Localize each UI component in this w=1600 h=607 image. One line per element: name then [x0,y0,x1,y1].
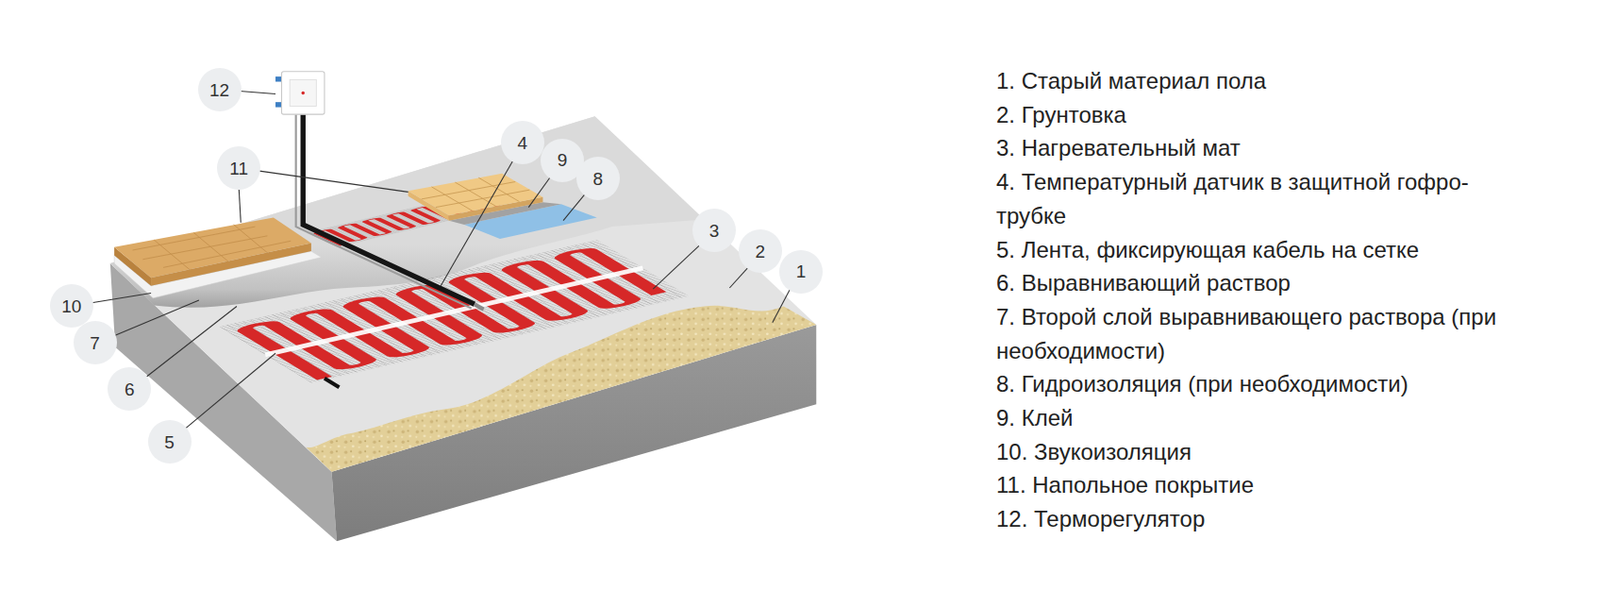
part-description: 8. Гидроизоляция (при необходимости) [996,366,1525,401]
part-description: 4. Температурный датчик в защитной гофро… [996,165,1525,233]
leader-line [255,170,408,193]
leader-line [563,191,587,220]
callout-number: 6 [107,366,151,411]
tile-grout [421,177,531,211]
heating-mat [219,239,702,391]
leader-lines [88,90,792,431]
primer-layer [110,116,817,471]
thermostat-body [282,71,325,115]
leader-line [88,292,151,303]
callout-number: 7 [73,320,117,365]
part-description: 9. Клей [996,400,1525,435]
leader-line [440,158,515,286]
part-description: 10. Звукоизоляция [996,434,1525,469]
part-description: 7. Второй слой выравнивающего раствора (… [996,300,1525,367]
fixing-tape [265,267,643,355]
heating-cable [242,249,668,379]
thermostat-panel [289,79,317,106]
part-description: 11. Напольное покрытие [996,467,1525,502]
parts-list: 1. Старый материал пола2. Грунтовка3. На… [996,64,1525,536]
callout-number: 2 [738,229,783,273]
leader-line [528,174,552,208]
leader-line [144,305,237,379]
ceramic-tile [408,173,544,216]
leader-line [238,185,241,223]
thermostat-led [301,91,305,95]
part-description: 2. Грунтовка [996,98,1525,133]
part-description: 12. Терморегулятор [996,501,1525,536]
leader-line [236,90,276,94]
callout-number: 12 [198,67,242,112]
leader-line [111,300,200,337]
cable-end [324,378,340,388]
callout-number: 8 [576,156,620,200]
leader-line [183,352,276,431]
part-description: 6. Выравнивающий раствор [996,266,1525,300]
mesh [219,239,690,383]
part-description: 5. Лента, фиксирующая кабель на сетке [996,233,1525,267]
part-description: 3. Нагревательный мат [996,131,1525,166]
callout-number: 11 [216,146,261,190]
callout-number: 5 [148,419,192,464]
leader-line [772,285,793,323]
callout-number: 1 [779,250,823,294]
leader-line [652,242,702,289]
callout-number: 4 [500,120,545,165]
leader-line [729,265,750,288]
part-description: 1. Старый материал пола [996,64,1525,99]
wood-grain [133,224,292,271]
wood-top [114,216,312,278]
sensor-tip [474,303,484,309]
